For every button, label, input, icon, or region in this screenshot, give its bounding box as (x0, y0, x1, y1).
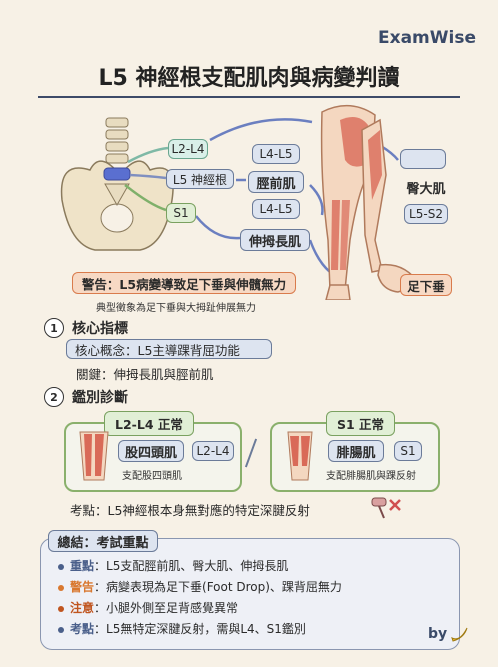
ehl-muscle-label: 伸拇長肌 (240, 229, 310, 251)
summary-row: 注意：小腿外側至足背感覺異常 (58, 599, 238, 616)
differential-label-s1: S1 正常 (326, 411, 396, 436)
ta-muscle-label: 脛前肌 (248, 171, 304, 193)
gastrocnemius-label: 腓腸肌 (328, 440, 384, 462)
gm-muscle-label: 臀大肌 (406, 181, 446, 197)
summary-box (40, 538, 460, 650)
pelvis-illustration (60, 117, 174, 251)
warning-banner: 警告：L5病變導致足下垂與伸髖無力 (72, 272, 296, 294)
summary-row: 考點：L5無特定深腱反射，需與L4、S1鑑別 (58, 620, 306, 637)
page-title: L5 神經根支配肌肉與病變判讀 (98, 66, 400, 91)
title-divider (38, 96, 460, 98)
footdrop-label: 足下垂 (400, 274, 452, 296)
summary-row-tag: 重點 (70, 559, 95, 573)
arrow-l5 (129, 173, 167, 180)
summary-row-text: ：L5無特定深腱反射，需與L4、S1鑑別 (94, 622, 306, 636)
leg-illustration (320, 105, 422, 300)
summary-row: 警告：病變表現為足下垂(Foot Drop)、踝背屈無力 (58, 578, 342, 595)
banana-icon (451, 627, 468, 642)
summary-row-tag: 注意 (70, 601, 95, 615)
gastrocnemius-level: S1 (394, 441, 422, 461)
ehl-level-label: L4-L5 (252, 199, 300, 219)
summary-row-text: ：L5支配脛前肌、臀大肌、伸拇長肌 (94, 559, 289, 573)
root-label-s1: S1 (166, 203, 196, 223)
divider-slash (244, 438, 258, 468)
anatomy-illustration (60, 105, 422, 300)
arrow-s1 (124, 184, 167, 212)
bullet-icon (58, 563, 64, 570)
arrow-to-thigh (209, 118, 313, 142)
gm-empty-tag (400, 149, 446, 169)
root-label-l5: L5 神經根 (166, 169, 234, 189)
key-point-text: 關鍵：伸拇長肌與脛前肌 (76, 367, 214, 382)
gm-level-label: L5-S2 (404, 204, 448, 224)
quadriceps-label: 股四頭肌 (118, 440, 184, 462)
core-concept-box: 核心概念：L5主導踝背屈功能 (66, 339, 272, 359)
quadriceps-caption: 支配股四頭肌 (122, 471, 182, 482)
quadriceps-illustration (79, 431, 109, 481)
section1-number: 1 (44, 318, 64, 338)
root-label-l2l4: L2-L4 (168, 139, 208, 159)
bullet-icon (58, 626, 64, 633)
section1-title: 核心指標 (72, 321, 128, 337)
brand-logo: ExamWise (378, 28, 476, 48)
quadriceps-level: L2-L4 (192, 441, 234, 461)
summary-row: 重點：L5支配脛前肌、臀大肌、伸拇長肌 (58, 557, 288, 574)
warning-subtext: 典型徵象為足下垂與大拇趾伸展無力 (96, 303, 256, 314)
ta-level-label: L4-L5 (252, 144, 300, 164)
byline: by (428, 626, 448, 642)
gastrocnemius-caption: 支配腓腸肌與踝反射 (326, 471, 416, 482)
summary-row-text: ：小腿外側至足背感覺異常 (94, 601, 239, 615)
summary-title: 總結：考試重點 (48, 530, 158, 552)
arrow-to-ehl (195, 215, 241, 240)
reflex-hammer-icon (371, 497, 401, 519)
exam-point-text: 考點：L5神經根本身無對應的特定深腱反射 (70, 503, 310, 518)
summary-row-tag: 考點 (70, 622, 95, 636)
summary-row-tag: 警告 (70, 580, 95, 594)
bullet-icon (58, 605, 64, 612)
section2-title: 鑑別診斷 (72, 390, 128, 406)
gastrocnemius-illustration (287, 431, 313, 481)
summary-row-text: ：病變表現為足下垂(Foot Drop)、踝背屈無力 (94, 580, 342, 594)
differential-label-l2l4: L2-L4 正常 (104, 411, 194, 436)
section2-number: 2 (44, 387, 64, 407)
bullet-icon (58, 584, 64, 591)
arrow-l2l4 (127, 146, 169, 164)
